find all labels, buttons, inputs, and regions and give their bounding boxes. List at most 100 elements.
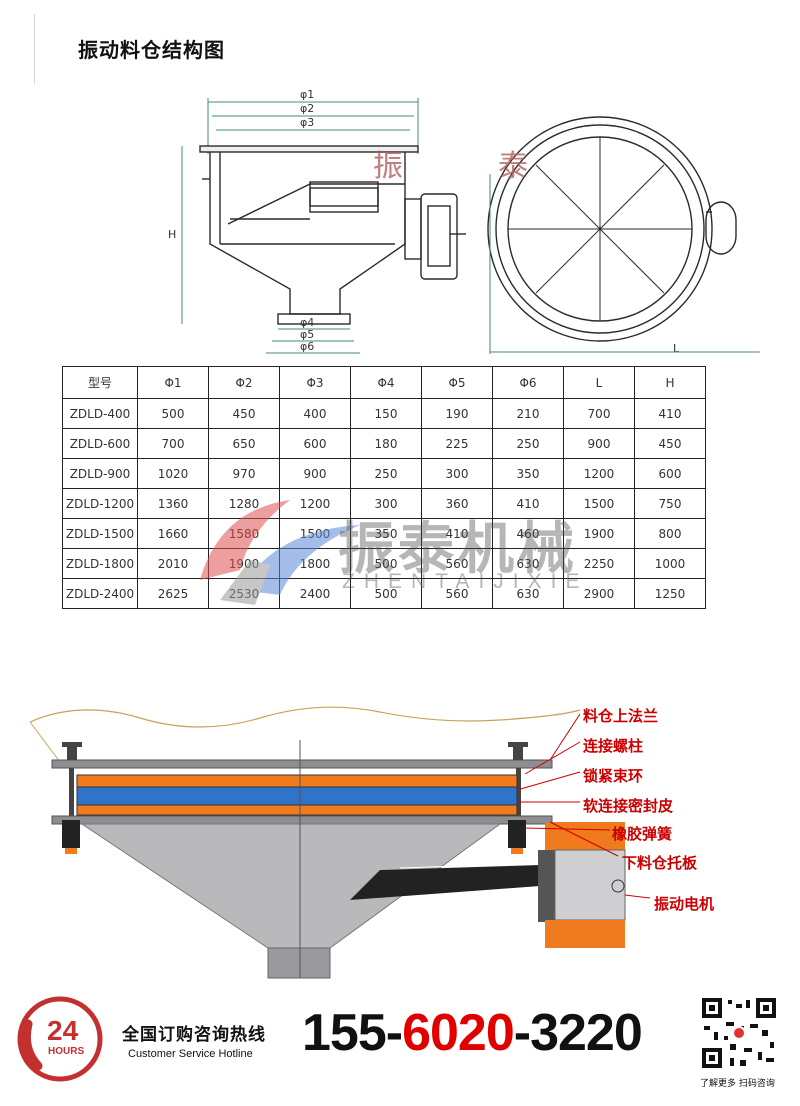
table-cell: ZDLD-1800 (62, 548, 138, 579)
hotline-title: 全国订购咨询热线 (122, 1025, 266, 1045)
table-header-row: 型号 Φ1 Φ2 Φ3 Φ4 Φ5 Φ6 L H (62, 366, 706, 399)
table-cell: 210 (492, 398, 564, 429)
table-cell: 2010 (137, 548, 209, 579)
dim-phi5: φ5 (300, 328, 314, 341)
callout-upper-flange: 料仓上法兰 (583, 707, 659, 725)
callout-rubber-spring: 橡胶弹簧 (612, 825, 673, 843)
connecting-bolts (62, 742, 528, 838)
table-cell: 410 (421, 518, 493, 549)
table-cell: 225 (421, 428, 493, 459)
table-cell: 900 (563, 428, 635, 459)
table-cell: ZDLD-1500 (62, 518, 138, 549)
table-cell: 1360 (137, 488, 209, 519)
table-cell: 410 (634, 398, 706, 429)
dim-l: L (673, 342, 680, 355)
table-cell: 300 (421, 458, 493, 489)
table-cell: 630 (492, 578, 564, 609)
table-cell: 2400 (279, 578, 351, 609)
table-header-cell: 型号 (62, 366, 138, 399)
table-header-cell: Φ2 (208, 366, 280, 399)
table-cell: 190 (421, 398, 493, 429)
dim-phi1: φ1 (300, 88, 314, 101)
watermark-logo (200, 500, 360, 605)
hours-24-logo: 24 HOURS (17, 996, 103, 1082)
table-header-cell: Φ6 (492, 366, 564, 399)
table-cell: 2900 (563, 578, 635, 609)
table-header-cell: L (563, 366, 635, 399)
callout-seal-skin: 软连接密封皮 (583, 797, 674, 815)
dim-phi4: φ4 (300, 316, 314, 329)
table-row: ZDLD-15001660158015003504104601900800 (62, 518, 706, 549)
table-cell: 1250 (634, 578, 706, 609)
dim-phi3: φ3 (300, 116, 314, 129)
watermark-name: 振泰机械 (338, 517, 578, 582)
table-header-cell: Φ4 (350, 366, 422, 399)
table-cell: ZDLD-400 (62, 398, 138, 429)
watermark-pinyin: ZHENTAIJIXIE (342, 570, 589, 593)
phone-part2: 6020 (402, 1004, 515, 1062)
table-cell: ZDLD-900 (62, 458, 138, 489)
dim-phi6: φ6 (300, 340, 314, 353)
dim-h: H (168, 228, 176, 241)
side-view (181, 98, 466, 354)
callout-vibration-motor: 振动电机 (654, 895, 715, 913)
table-header-cell: Φ3 (279, 366, 351, 399)
table-cell: 410 (492, 488, 564, 519)
table-cell: ZDLD-1200 (62, 488, 138, 519)
left-rule (34, 14, 35, 84)
overlay-char-1: 振 (373, 149, 403, 184)
table-header-cell: H (634, 366, 706, 399)
table-cell: 1660 (137, 518, 209, 549)
top-view (487, 116, 760, 354)
qr-caption: 了解更多 扫码咨询 (700, 1079, 775, 1089)
page-title: 振动料仓结构图 (78, 38, 225, 62)
logo-number: 24 (47, 1015, 79, 1046)
table-cell: 180 (350, 428, 422, 459)
table-cell: 1200 (563, 458, 635, 489)
table-cell: 150 (350, 398, 422, 429)
table-header-cell: Φ5 (421, 366, 493, 399)
table-cell: 450 (208, 398, 280, 429)
table-cell: 460 (492, 518, 564, 549)
phone-part1: 155- (302, 1004, 403, 1062)
table-cell: 650 (208, 428, 280, 459)
table-cell: 500 (137, 398, 209, 429)
table-cell: 560 (421, 578, 493, 609)
hopper-structure-diagram (29, 706, 651, 979)
table-cell: 360 (421, 488, 493, 519)
callout-connecting-bolt: 连接螺柱 (583, 737, 644, 755)
structure-drawing: φ1 φ2 φ3 φ4 φ5 φ6 H L 振 泰 (168, 88, 760, 355)
table-cell: 250 (492, 428, 564, 459)
hotline-subtitle: Customer Service Hotline (128, 1048, 253, 1060)
table-cell: 1900 (563, 518, 635, 549)
table-cell: ZDLD-600 (62, 428, 138, 459)
table-cell: 350 (492, 458, 564, 489)
table-cell: 500 (350, 578, 422, 609)
phone-part3: -3220 (513, 1004, 643, 1062)
overlay-char-2: 泰 (498, 149, 528, 184)
table-cell: 450 (634, 428, 706, 459)
callout-locking-ring: 锁紧束环 (583, 767, 644, 785)
table-cell: 600 (634, 458, 706, 489)
table-cell: 700 (563, 398, 635, 429)
table-header-cell: Φ1 (137, 366, 209, 399)
logo-word: HOURS (48, 1046, 84, 1057)
table-cell: 250 (350, 458, 422, 489)
table-cell: ZDLD-2400 (62, 578, 138, 609)
dim-phi2: φ2 (300, 102, 314, 115)
table-cell: 400 (279, 398, 351, 429)
table-cell: 700 (137, 428, 209, 459)
table-cell: 750 (634, 488, 706, 519)
table-cell: 970 (208, 458, 280, 489)
callout-lower-plate: 下料仓托板 (622, 854, 698, 872)
qr-code[interactable] (700, 996, 778, 1070)
table-cell: 1020 (137, 458, 209, 489)
table-cell: 600 (279, 428, 351, 459)
